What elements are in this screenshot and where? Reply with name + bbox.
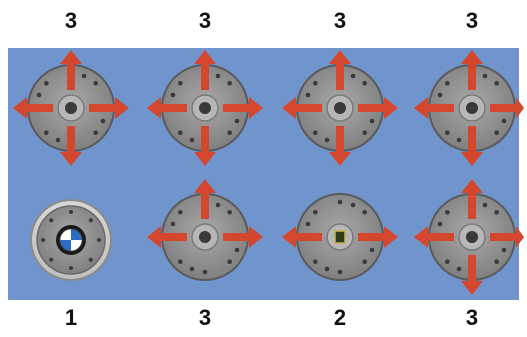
arrow-up-icon [194,179,216,219]
arrow-left-icon [282,226,322,248]
bolt-ring [41,210,101,270]
bmw-logo-icon [56,225,86,255]
center-hub [334,230,346,244]
label-bottom-4: 3 [465,305,479,330]
label-bottom-3: 2 [333,305,347,330]
arrow-left-icon [147,97,187,119]
center-hub [199,102,211,114]
bolt-ring [167,199,243,275]
arrow-up-icon [329,50,351,90]
arrow-down-icon [461,255,483,295]
arrow-right-icon [358,97,398,119]
center-hub [334,102,346,114]
wheel-bottom-3 [282,193,398,281]
wheel-bottom-2 [147,179,263,281]
center-hub [65,102,77,114]
arrow-right-icon [490,226,524,248]
arrow-left-icon [147,226,187,248]
arrow-down-icon [60,126,82,166]
label-top-4: 3 [465,8,479,33]
arrow-down-icon [329,126,351,166]
wheel-bottom-4 [414,179,524,295]
arrow-left-icon [282,97,322,119]
arrow-up-icon [60,50,82,90]
wheel-bottom-1 [30,199,112,281]
label-top-2: 3 [198,8,212,33]
center-hub [199,231,211,243]
arrow-left-icon [414,226,454,248]
wheel-top-3 [282,50,398,166]
wheel-top-2 [147,50,263,166]
center-hub [466,231,478,243]
center-hub [466,102,478,114]
arrow-up-icon [461,50,483,90]
arrow-left-icon [414,97,454,119]
label-top-3: 3 [333,8,347,33]
wheel-top-1 [13,50,129,166]
arrow-up-icon [194,50,216,90]
arrow-down-icon [461,126,483,166]
arrow-right-icon [223,226,263,248]
arrow-right-icon [490,97,524,119]
wheel-top-4 [414,50,524,166]
arrow-right-icon [358,226,398,248]
arrow-right-icon [223,97,263,119]
arrow-up-icon [461,179,483,219]
arrow-right-icon [89,97,129,119]
label-bottom-2: 3 [198,305,212,330]
arrow-down-icon [194,126,216,166]
label-top-1: 3 [64,8,78,33]
arrow-left-icon [13,97,53,119]
label-bottom-1: 1 [64,305,78,330]
